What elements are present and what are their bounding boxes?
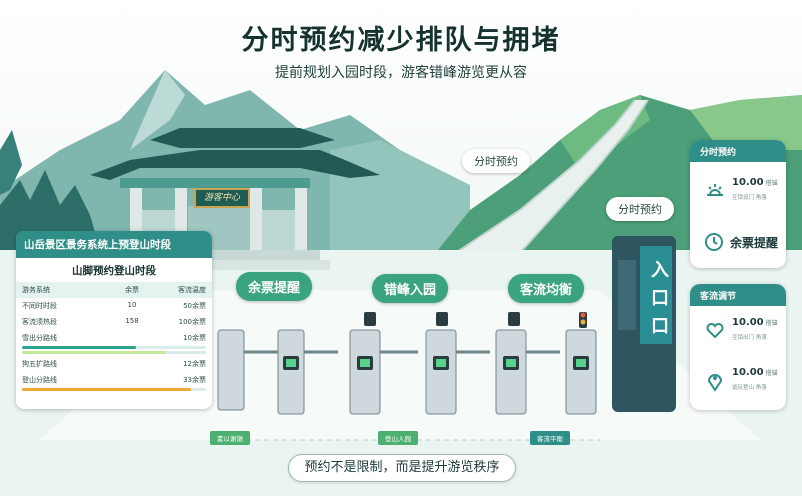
table-cell: 客流须热段: [22, 318, 57, 326]
table-cell: 狗五扩路线: [22, 360, 57, 368]
booking-panel-subtitle: 山脚预约登山时段: [72, 265, 156, 277]
column-header: 游务系统: [22, 286, 50, 294]
heart-hands-icon: [706, 323, 724, 339]
table-cell: 100余票: [178, 318, 206, 326]
feature-flow-balance: 客流均衡: [508, 274, 585, 303]
stat-value: 10.00: [732, 317, 764, 328]
stat-value: 10.00: [732, 177, 764, 188]
booking-panel: 山岳景区景务系统上预登山时段 山脚预约登山时段 游务系统 余票 客流温度 不同时…: [16, 231, 212, 409]
stat-value: 10.00: [732, 367, 764, 378]
table-cell: 不同时时段: [22, 302, 57, 310]
path-label-2: 分时预约: [606, 197, 674, 221]
stat-unit: 搭锚: [765, 320, 778, 327]
feature-staggered-entry: 错峰入园: [372, 274, 449, 303]
card-header: 分时预约: [690, 140, 786, 162]
table-row: 不同时时段 10 50余票: [16, 298, 212, 314]
card-header: 客流调节: [690, 284, 786, 306]
bottom-caption: 预约不是限制，而是提升游览秩序: [288, 454, 516, 482]
booking-table-header: 游务系统 余票 客流温度: [16, 282, 212, 298]
stat-note: 互锁出门 角落: [732, 335, 767, 341]
feature-remaining-tickets: 余票提醒: [236, 272, 313, 301]
capacity-bar: [22, 351, 206, 354]
table-cell: 12余票: [183, 360, 206, 368]
column-header: 余票: [125, 286, 139, 294]
table-cell: [110, 333, 154, 343]
table-row: 雪出分路线 10余票: [16, 330, 212, 346]
kiosk-label-2: 口: [651, 288, 669, 309]
column-header: 客流温度: [178, 286, 206, 294]
table-cell: 雪出分路线: [22, 334, 57, 342]
table-cell: 158: [125, 317, 139, 325]
table-row: 狗五扩路线 12余票: [16, 356, 212, 372]
capacity-bar-fill: [22, 351, 166, 354]
kiosk-label-1: 入: [651, 260, 669, 281]
stat-unit: 搭锚: [765, 370, 778, 377]
visitor-center-sign: 游客中心: [194, 188, 250, 208]
capacity-bar-fill: [22, 346, 137, 349]
turnstile-row: [217, 329, 597, 415]
ground-label-3: 客流平衡: [530, 431, 570, 445]
table-cell: [110, 375, 154, 385]
clock-icon: [705, 233, 723, 251]
table-cell: 10: [127, 301, 137, 309]
page-subtitle: 提前规划入园时段，游客错峰游览更从容: [275, 65, 527, 81]
capacity-bar: [22, 388, 206, 391]
table-cell: 10余票: [183, 334, 206, 342]
table-row: 登山分路线 33余票: [16, 372, 212, 388]
stat-note: 互锁设门 角落: [732, 195, 767, 201]
table-cell: 50余票: [183, 302, 206, 310]
path-label-1: 分时预约: [462, 149, 530, 173]
table-row: 客流须热段 158 100余票: [16, 314, 212, 330]
stat-note: 遊玩登山 角落: [732, 385, 767, 391]
stat-unit: 搭锚: [765, 180, 778, 187]
table-cell: [110, 359, 154, 369]
table-cell: 登山分路线: [22, 376, 57, 384]
ground-label-1: 素以谢谢: [210, 431, 250, 445]
booking-panel-header: 山岳景区景务系统上预登山时段: [16, 231, 212, 258]
sunrise-icon: [707, 184, 723, 196]
kiosk-label-3: 口: [651, 316, 669, 337]
entrance-kiosk: [612, 236, 676, 412]
capacity-bar: [22, 346, 206, 349]
ground-label-2: 登山入园: [378, 431, 418, 445]
capacity-bar-fill: [22, 388, 192, 391]
page-title: 分时预约减少排队与拥堵: [241, 25, 561, 56]
location-pin-icon: [707, 374, 723, 392]
reminder-label: 余票提醒: [730, 236, 779, 250]
table-cell: 33余票: [183, 376, 206, 384]
